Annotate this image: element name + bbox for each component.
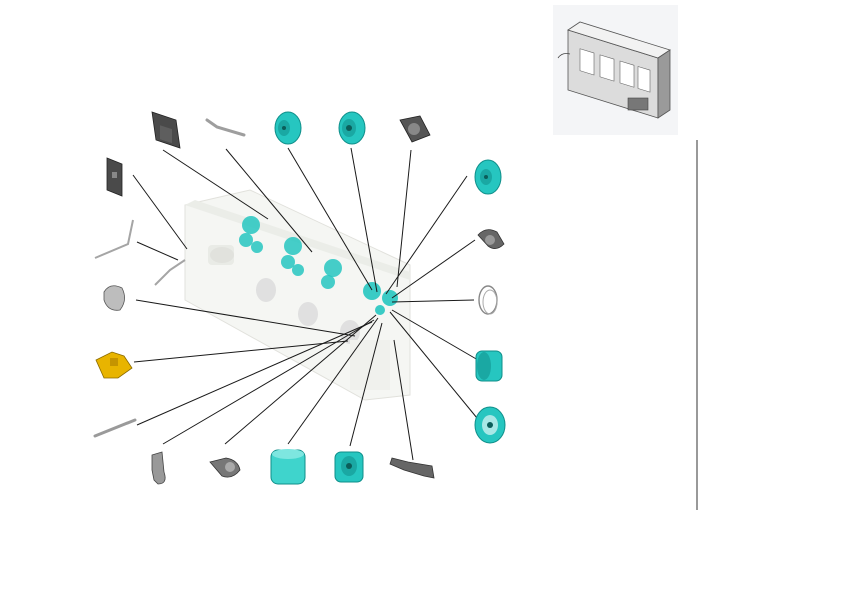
assembly-thumbnail — [553, 5, 678, 135]
part-spring — [478, 285, 498, 315]
part-gear-right-1 — [474, 159, 502, 195]
part-yellow-connector — [95, 351, 133, 379]
part-knob-shaft — [209, 457, 241, 478]
part-wire-left — [94, 219, 186, 286]
part-gear-large-2 — [338, 111, 366, 145]
part-shaft — [93, 418, 137, 438]
part-gear-large-1 — [274, 111, 302, 145]
part-gray-cam — [103, 285, 125, 311]
part-lever-plate — [389, 457, 435, 479]
part-roller-cylinder — [270, 449, 306, 485]
part-cover-plate — [151, 111, 181, 149]
part-rod — [205, 118, 246, 137]
part-bracket-left — [106, 157, 123, 197]
part-pulley-cyan — [474, 406, 506, 444]
part-roller-small — [334, 451, 364, 483]
part-hook-bracket — [151, 451, 166, 485]
leader-lines — [132, 147, 479, 461]
part-roller-cyan — [475, 350, 503, 382]
part-clutch-arm — [477, 229, 505, 249]
part-gear-bracket — [399, 115, 431, 143]
